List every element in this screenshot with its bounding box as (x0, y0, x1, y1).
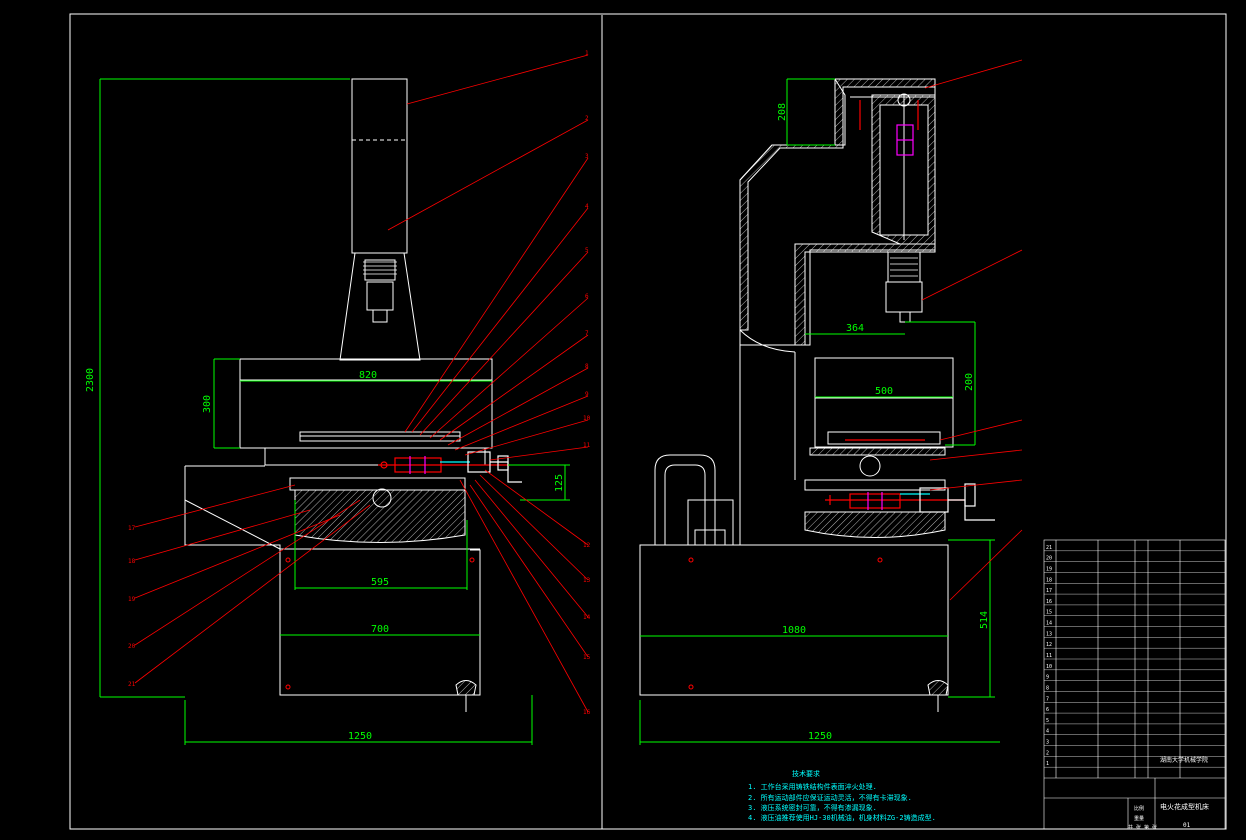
notes-heading: 技术要求 (792, 769, 820, 778)
balloon-19: 19 (128, 596, 136, 603)
note-4: 4. 液压油推荐使用HJ-30机械油，机身材料ZG-2铸造成型. (748, 813, 936, 822)
dim-arm-offset: 125 (554, 474, 565, 492)
balloon-14: 14 (583, 614, 591, 621)
dim-base-width-front: 1250 (348, 731, 372, 742)
parts-row-number: 1 (1046, 761, 1049, 767)
parts-list-rows (1044, 550, 1225, 768)
dim-table-width: 595 (371, 577, 389, 588)
parts-row-number: 17 (1046, 588, 1052, 594)
balloon-4: 4 (585, 203, 589, 210)
front-leader-lines (134, 54, 589, 713)
dim-throat-depth: 364 (846, 323, 864, 334)
parts-row-number: 14 (1046, 621, 1052, 627)
balloon-7: 7 (585, 330, 589, 337)
dim-head-width: 500 (875, 386, 893, 397)
sheet-border (69, 13, 1227, 830)
parts-row-number: 9 (1046, 675, 1049, 681)
balloon-5: 5 (585, 247, 589, 254)
ratio-label: 比例 (1134, 805, 1144, 812)
balloon-16: 16 (583, 709, 591, 716)
front-balloons-right: 1 2 3 4 5 6 7 8 9 10 11 12 13 14 15 16 (583, 50, 591, 716)
balloon-3: 3 (585, 153, 589, 160)
dim-top-width: 820 (359, 370, 377, 381)
note-3: 3. 液压系统密封可靠，不得有渗漏现象. (748, 803, 877, 812)
balloon-12: 12 (583, 542, 591, 549)
front-dim-labels: 2300 300 820 1250 700 595 125 (85, 368, 565, 742)
dim-top-height: 208 (777, 103, 788, 121)
dim-overall-width: 1250 (808, 731, 832, 742)
parts-row-number: 19 (1046, 566, 1052, 572)
parts-row-number: 11 (1046, 653, 1052, 659)
drawing-title: 电火花成型机床 (1160, 802, 1209, 811)
drawing-number: 01 (1183, 822, 1191, 829)
dim-base-height: 514 (979, 611, 990, 629)
school-name: 湖南大学机械学院 (1160, 756, 1208, 764)
parts-row-number: 2 (1046, 750, 1049, 756)
balloon-9: 9 (585, 391, 589, 398)
balloon-17: 17 (128, 525, 136, 532)
parts-row-number: 3 (1046, 740, 1049, 746)
balloon-8: 8 (585, 363, 589, 370)
parts-row-number: 5 (1046, 718, 1049, 724)
side-dimensions (639, 78, 1000, 745)
dim-total-height: 2300 (85, 368, 96, 392)
side-dim-labels: 208 364 200 500 1080 514 1250 (777, 103, 990, 742)
parts-row-number: 12 (1046, 642, 1052, 648)
balloon-18: 18 (128, 558, 136, 565)
parts-row-number: 16 (1046, 599, 1052, 605)
dim-leg-width: 700 (371, 624, 389, 635)
weight-label: 重量 (1134, 815, 1144, 822)
balloon-11: 11 (583, 442, 591, 449)
side-leader-lines (921, 59, 1023, 601)
balloon-6: 6 (585, 293, 589, 300)
front-dimensions (99, 78, 570, 745)
balloon-15: 15 (583, 654, 591, 661)
parts-row-number: 8 (1046, 685, 1049, 691)
parts-row-number: 18 (1046, 577, 1052, 583)
parts-row-number: 13 (1046, 631, 1052, 637)
technical-notes: 技术要求 1. 工作台采用铸铁结构件表面淬火处理. 2. 所有运动部件应保证运动… (748, 769, 936, 822)
dim-base-width-side: 1080 (782, 625, 806, 636)
note-2: 2. 所有运动部件应保证运动灵活，不得有卡滞现象. (748, 793, 912, 802)
balloon-10: 10 (583, 415, 591, 422)
parts-row-number: 4 (1046, 729, 1049, 735)
parts-row-number: 6 (1046, 707, 1049, 713)
balloon-20: 20 (128, 643, 136, 650)
balloon-21: 21 (128, 681, 136, 688)
note-1: 1. 工作台采用铸铁结构件表面淬火处理. (748, 782, 877, 791)
sheet-label: 共 张 第 张 (1128, 824, 1157, 831)
parts-row-number: 10 (1046, 664, 1052, 670)
side-drive-assembly (825, 100, 995, 521)
parts-row-number: 21 (1046, 545, 1052, 551)
title-block: 湖南大学机械学院 电火花成型机床 01 比例 重量 共 张 第 张 (1128, 756, 1209, 831)
front-drive-assembly (378, 451, 522, 483)
dim-head-height: 300 (202, 395, 213, 413)
front-balloons-left: 17 18 19 20 21 (128, 525, 136, 688)
front-view (184, 78, 493, 712)
balloon-13: 13 (583, 577, 591, 584)
dim-stroke-height: 200 (964, 373, 975, 391)
balloon-2: 2 (585, 115, 589, 122)
side-view (639, 78, 954, 712)
parts-row-number: 7 (1046, 696, 1049, 702)
parts-row-number: 20 (1046, 556, 1052, 562)
balloon-1: 1 (585, 50, 589, 57)
parts-row-number: 15 (1046, 610, 1052, 616)
